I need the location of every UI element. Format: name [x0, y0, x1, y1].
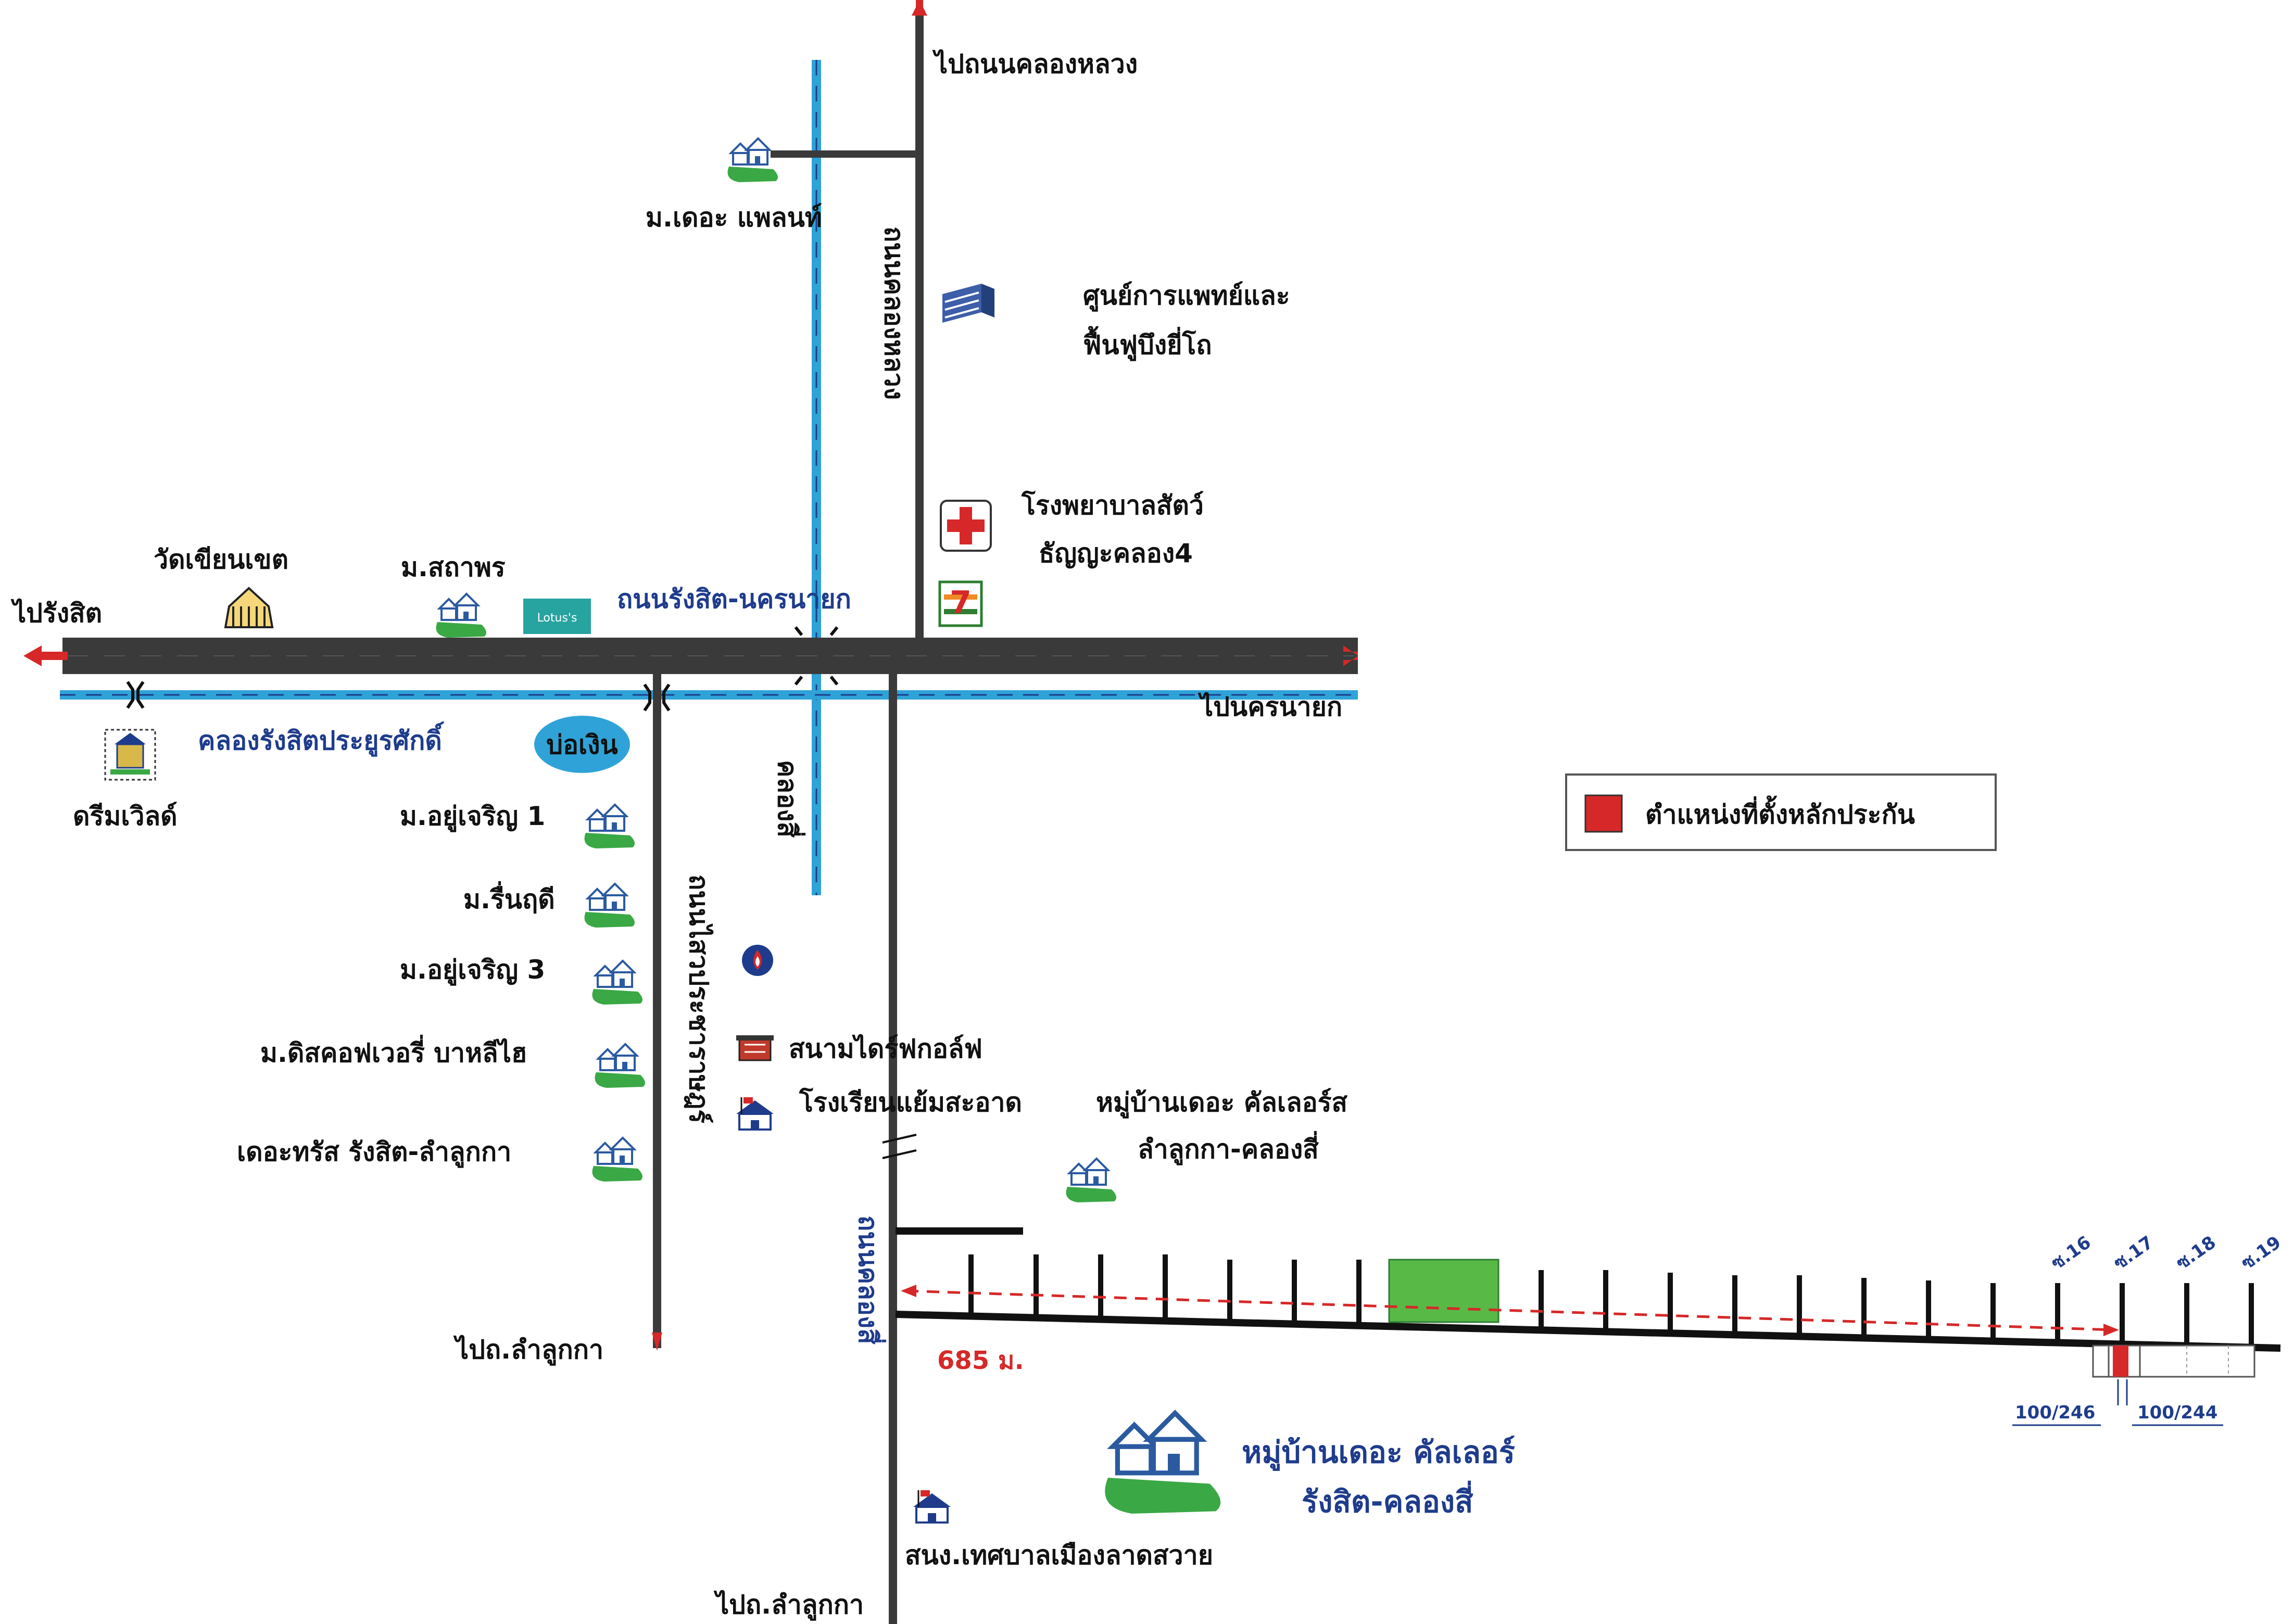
label-yu-charoen-3: ม.อยู่เจริญ 3: [400, 955, 545, 986]
label-village-colors-2: ลำลูกกา-คลองสี่: [1138, 1131, 1319, 1165]
label-sai-wao-road: ถนนไสวประชาราษฎร์: [684, 874, 714, 1123]
school-icon: [912, 1489, 952, 1524]
house-icon: [1105, 1413, 1220, 1514]
building-icon: [942, 284, 994, 323]
label-to-lamlukka-left: ไปถ.ลำลูกกา: [453, 1335, 603, 1366]
label-klong-luang-road: ถนนคลองหลวง: [879, 226, 909, 400]
legend-label: ตำแหน่งที่ตั้งหลักประกัน: [1645, 795, 1915, 830]
house-icon: [591, 960, 644, 1006]
house-icon: [726, 137, 779, 183]
house-icon: [1065, 1158, 1117, 1203]
rail-crossing: [882, 1134, 917, 1159]
legend-marker: [1584, 794, 1623, 833]
canal-lines: [60, 60, 1358, 895]
label-to-nakhonnayok: ไปนครนายก: [1198, 692, 1342, 722]
label-village-colors-big-1: หมู่บ้านเดอะ คัลเลอร์: [1242, 1435, 1515, 1471]
label-khlong-rangsit: คลองรังสิตประยูรศักดิ์: [198, 721, 445, 757]
golf-icon: [736, 1035, 774, 1061]
label-rangsit-nakhonnayok-road: ถนนรังสิต-นครนายก: [617, 584, 851, 614]
label-soi-16: ซ.16: [2047, 1232, 2095, 1274]
distance-line: [901, 1285, 2119, 1336]
soi-road: [895, 1254, 2281, 1352]
label-discovery: ม.ดิสคอฟเวอรี่ บาหลีไฮ: [260, 1035, 527, 1068]
gas-station-icon: [742, 945, 773, 976]
label-animal-hospital-1: โรงพยาบาลสัตว์: [1021, 490, 1204, 521]
label-to-rangsit: ไปรังสิต: [10, 598, 102, 628]
label-distance: 685 ม.: [937, 1346, 1024, 1375]
house-icon: [583, 883, 636, 929]
legend: ตำแหน่งที่ตั้งหลักประกัน: [1565, 773, 1997, 851]
label-plot-100-246: 100/246: [2015, 1402, 2095, 1423]
label-rehab-center-1: ศูนย์การแพทย์และ: [1083, 281, 1290, 312]
seven-eleven-icon: 7: [938, 580, 983, 627]
label-village-colors-1: หมู่บ้านเดอะ คัลเลอร์ส: [1096, 1087, 1347, 1119]
label-to-klong-luang: ไปถนนคลองหลวง: [932, 49, 1138, 79]
road-klong-luang: [912, 0, 927, 645]
lotus-label: Lotus's: [537, 612, 577, 625]
label-wat-khian-khet: วัดเขียนเขต: [154, 544, 288, 575]
house-icon: [594, 1043, 646, 1089]
label-soi-19: ซ.19: [2237, 1232, 2285, 1274]
label-municipal-office: สนง.เทศบาลเมืองลาดสวาย: [905, 1540, 1213, 1570]
main-road: [23, 638, 1358, 674]
bo-ngoen-pond: [534, 716, 630, 773]
green-block: [1388, 1259, 1499, 1323]
lotus-store-icon: Lotus's: [523, 599, 591, 634]
plot-boxes: [2092, 1344, 2255, 1405]
label-animal-hospital-2: ธัญญะคลอง4: [1039, 538, 1193, 568]
label-rin-rudee: ม.รื่นฤดี: [463, 881, 555, 915]
bridge-icon: [126, 626, 839, 712]
svg-text:7: 7: [950, 585, 972, 621]
label-the-trust: เดอะทรัส รังสิต-ลำลูกกา: [237, 1137, 511, 1168]
label-sathaporn: ม.สถาพร: [401, 552, 506, 582]
label-to-lamlukka-bottom: ไปถ.ลำลูกกา: [713, 1590, 864, 1621]
house-icon: [591, 1137, 644, 1183]
house-icon: [583, 804, 636, 849]
label-khlong-4-road: ถนนคลองสี่: [853, 1215, 886, 1344]
label-rehab-center-2: ฟื้นฟูบึงยี่โถ: [1083, 326, 1212, 361]
hospital-cross-icon: [940, 500, 992, 552]
label-yu-charoen-1: ม.อยู่เจริญ 1: [400, 801, 545, 832]
label-bo-ngoen: บ่อเงิน: [546, 730, 617, 760]
school-icon: [735, 1096, 775, 1131]
house-icon: [435, 593, 487, 639]
label-dream-world: ดรีมเวิลด์: [73, 801, 178, 831]
label-driving-range: สนามไดร์ฟกอล์ฟ: [789, 1034, 982, 1064]
label-soi-17: ซ.17: [2110, 1232, 2157, 1274]
temple-icon: [224, 587, 274, 628]
label-village-colors-big-2: รังสิต-คลองสี่: [1302, 1480, 1473, 1519]
label-the-plant: ม.เดอะ แพลนท์: [646, 202, 822, 233]
label-khlong-4: คลองสี่: [772, 760, 805, 838]
label-school: โรงเรียนแย้มสะอาด: [799, 1087, 1022, 1118]
label-plot-100-244: 100/244: [2137, 1402, 2217, 1423]
dreamworld-icon: [104, 729, 156, 781]
label-soi-18: ซ.18: [2172, 1232, 2220, 1274]
